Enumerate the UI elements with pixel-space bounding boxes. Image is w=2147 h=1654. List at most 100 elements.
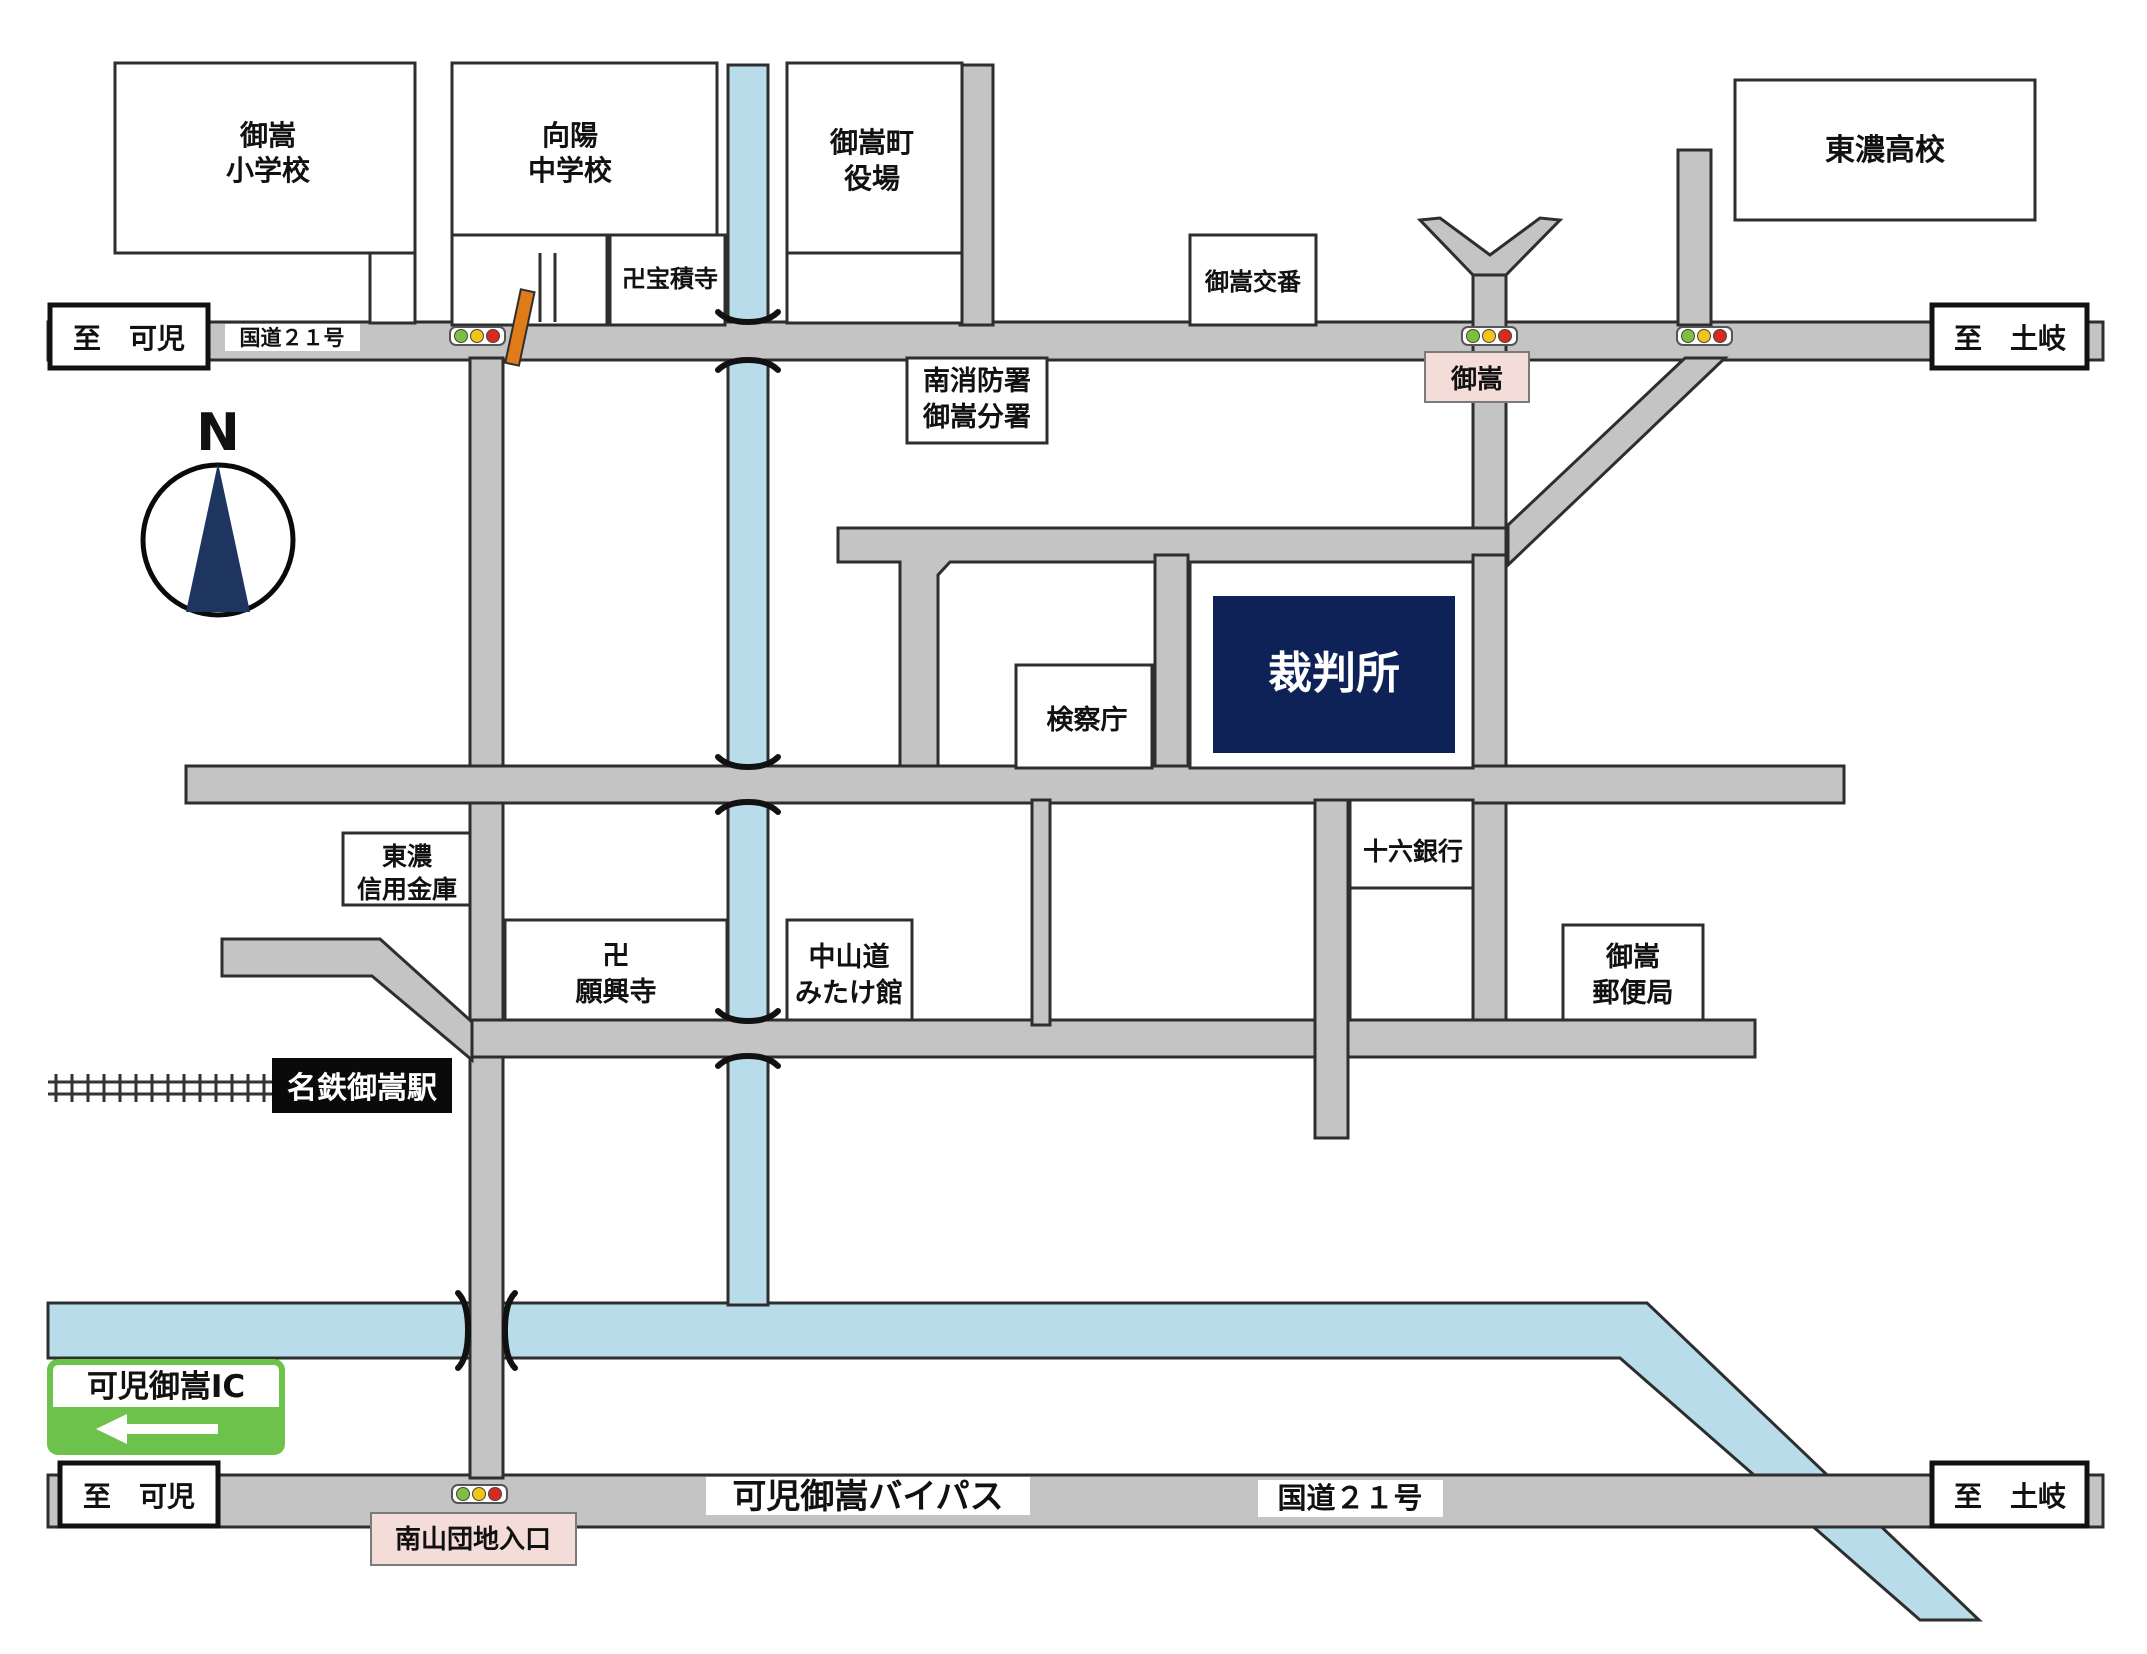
hoshakuji-label: 卍宝積寺 — [622, 265, 718, 293]
mitake-elementary-label-1: 御嵩 — [239, 119, 296, 152]
gankoji-label-2: 願興寺 — [576, 977, 657, 1008]
to-kani-top-label: 至 可児 — [73, 322, 185, 355]
to-toki-bottom-box — [1929, 1460, 2090, 1529]
station-label: 名鉄御嵩駅 — [287, 1071, 437, 1106]
river-branch — [726, 63, 770, 1307]
bridge-south-south — [715, 1052, 781, 1069]
gankoji-building — [503, 918, 729, 1022]
route21-bottom-label: 国道２１号 — [1277, 1481, 1422, 1515]
prosecutors-office-label: 検察庁 — [1047, 704, 1128, 736]
toyo-high-label: 東濃高校 — [1825, 133, 1945, 168]
road-south-east-west — [468, 1018, 1757, 1059]
police-box-label: 御嵩交番 — [1204, 268, 1302, 296]
bypass-label-bg — [706, 1477, 1030, 1515]
road-court-west-vertical — [1153, 553, 1190, 772]
road-west-vertical — [468, 356, 505, 1480]
town-office-label-2: 役場 — [844, 162, 900, 195]
north-label: N — [196, 403, 240, 463]
road-north-to-town-office — [958, 63, 995, 327]
post-office-building — [1561, 923, 1705, 1022]
to-kani-top-box — [47, 302, 211, 371]
route21-top-road — [46, 320, 2105, 362]
minamiyama-intersection-box — [370, 1512, 577, 1566]
fire-station-label-2: 御嵩分署 — [922, 402, 1031, 433]
nakasendo-label-1: 中山道 — [809, 941, 890, 973]
traffic-light-bypass — [451, 1484, 508, 1504]
to-kani-bottom-label: 至 可児 — [83, 1480, 195, 1513]
gankoji-label-1: 卍 — [603, 941, 630, 972]
bridge-south-north — [715, 1008, 781, 1025]
traffic-light-west-top — [449, 326, 506, 346]
koyo-junior-high-label-2: 中学校 — [528, 154, 613, 187]
prosecutors-office-building — [1014, 663, 1154, 770]
bypass-road — [46, 1473, 2105, 1529]
to-toki-top-box — [1929, 302, 2090, 371]
road-court-north — [836, 526, 1508, 770]
river-main — [46, 1301, 1983, 1622]
road-middle-east-west — [184, 764, 1846, 805]
post-office-label-2: 郵便局 — [1593, 978, 1674, 1009]
road-diagonal-east — [1506, 356, 1729, 569]
tono-shinkin-label-1: 東濃 — [382, 842, 433, 871]
toyo-high-building — [1733, 78, 2037, 222]
building-layer — [113, 61, 2037, 1022]
road-station-diagonal — [220, 937, 474, 1064]
mitake-elementary-label-2: 小学校 — [226, 154, 311, 187]
to-toki-top-label: 至 土岐 — [1954, 322, 2066, 355]
koyo-junior-high-building — [450, 61, 719, 237]
police-box-building — [1188, 233, 1318, 327]
road-east-y-junction — [1471, 253, 1508, 559]
bridge-west-left — [455, 1290, 472, 1371]
town-office-annex — [785, 251, 964, 325]
traffic-light-east — [1676, 326, 1733, 346]
river-layer — [46, 63, 1983, 1622]
bridge-middle-south — [715, 798, 781, 815]
route21-top-label-bg — [225, 324, 360, 351]
town-office-label-1: 御嵩町 — [829, 126, 914, 159]
railway-crossing-marker — [504, 288, 536, 367]
compass-icon — [140, 462, 296, 618]
juroku-bank-label: 十六銀行 — [1363, 837, 1463, 866]
nakasendo-label-2: みたけ館 — [795, 977, 903, 1009]
court-block — [1188, 560, 1475, 770]
bypass-label: 可児御嵩バイパス — [732, 1477, 1003, 1517]
kani-mitake-ic-sign — [47, 1359, 285, 1455]
fire-station-building — [905, 356, 1049, 445]
station-label-box — [272, 1058, 452, 1113]
nakasendo-building — [785, 918, 914, 1022]
route21-bottom-label-bg — [1258, 1480, 1443, 1517]
bridge-west-right — [501, 1290, 518, 1371]
bridge-middle-north — [715, 754, 781, 771]
road-block-divider-1 — [1030, 798, 1052, 1027]
road-to-toyo-high — [1676, 148, 1713, 327]
mitake-elementary-annex — [368, 251, 417, 325]
court-building — [1213, 596, 1455, 753]
bridge-route21-north — [715, 309, 781, 326]
bridge-layer — [455, 309, 781, 1371]
left-arrow-icon — [96, 1414, 218, 1444]
court-label: 裁判所 — [1268, 648, 1400, 699]
road-block-divider-2 — [1313, 798, 1350, 1140]
to-kani-bottom-box — [57, 1460, 221, 1529]
bridge-route21-south — [715, 356, 781, 373]
town-office-building — [785, 61, 964, 255]
to-toki-bottom-label: 至 土岐 — [1954, 1480, 2066, 1513]
post-office-label-1: 御嵩 — [1605, 942, 1660, 973]
minamiyama-intersection-label: 南山団地入口 — [395, 1525, 551, 1555]
kani-mitake-ic-label: 可児御嵩IC — [87, 1369, 245, 1405]
koyo-junior-high-label-1: 向陽 — [542, 119, 598, 152]
fire-station-label-1: 南消防署 — [923, 366, 1031, 397]
hoshakuji-building — [608, 233, 727, 327]
road-y-arms — [1416, 216, 1564, 277]
tono-shinkin-label-2: 信用金庫 — [357, 875, 457, 904]
mitake-intersection-label: 御嵩 — [1450, 364, 1503, 395]
railway-track-icon — [48, 1074, 272, 1102]
route21-top-label: 国道２１号 — [240, 326, 345, 350]
mitake-elementary-building — [113, 61, 417, 255]
road-layer — [46, 63, 2105, 1529]
juroku-bank-annex — [1348, 886, 1475, 1022]
traffic-light-mitake — [1461, 326, 1518, 346]
tono-shinkin-building — [341, 831, 472, 907]
mitake-intersection-box — [1424, 351, 1530, 403]
